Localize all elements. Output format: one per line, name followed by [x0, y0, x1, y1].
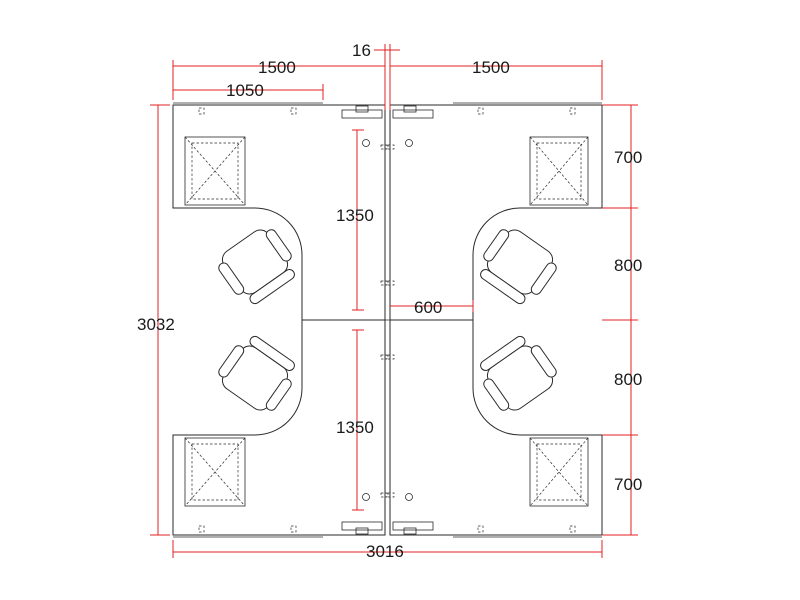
dim-right-seg-3: 800 — [614, 370, 642, 389]
chair-top-right — [480, 229, 557, 305]
center-divider — [302, 105, 473, 535]
workstation-top-right — [389, 104, 603, 321]
dim-top-right-width: 1500 — [472, 58, 510, 77]
dim-right-seg-4: 700 — [614, 475, 642, 494]
chair-top-left — [218, 229, 295, 305]
chair-bottom-right — [480, 335, 557, 411]
dim-center-lower: 1350 — [336, 418, 374, 437]
dim-top-left-inner: 1050 — [226, 81, 264, 100]
workstation-top-left — [172, 104, 386, 321]
workstation-bottom-right — [389, 319, 603, 536]
dim-right-seg-1: 700 — [614, 148, 642, 167]
dim-right-seg-2: 800 — [614, 256, 642, 275]
dimension-labels: 16 1500 1050 1500 3032 3016 1350 1350 60… — [137, 41, 642, 561]
panel-edge-marks — [173, 102, 602, 538]
dim-center-upper: 1350 — [336, 206, 374, 225]
dim-center-offset: 600 — [414, 298, 442, 317]
dim-total-height: 3032 — [137, 315, 175, 334]
dimension-lines — [150, 44, 638, 558]
dim-total-width: 3016 — [366, 542, 404, 561]
chair-bottom-left — [218, 335, 295, 411]
workstation-bottom-left — [172, 319, 386, 536]
dim-top-left-width: 1500 — [258, 58, 296, 77]
dim-top-gap: 16 — [352, 41, 371, 60]
